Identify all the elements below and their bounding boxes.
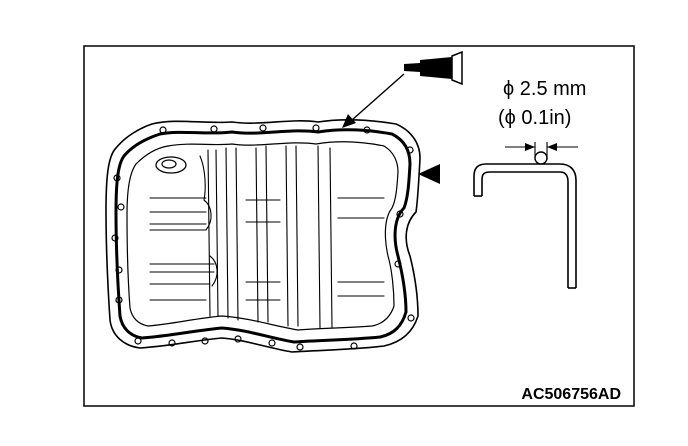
section-arrow <box>418 164 440 184</box>
application-arrow <box>342 73 405 128</box>
figure-code: AC506756AD <box>521 386 621 403</box>
bead-section-detail <box>473 142 578 289</box>
oil-pan-inner-wall <box>126 141 399 331</box>
dimension-metric-label: ϕ 2.5 mm <box>503 78 586 100</box>
sealant-bead-icon <box>114 128 412 344</box>
diagram-frame <box>83 45 635 407</box>
sealant-bead-section <box>534 151 548 165</box>
oil-pan-cross-ribs <box>149 197 385 301</box>
dimension-imperial-label: (ϕ 0.1in) <box>498 107 571 129</box>
oil-pan-flange-outer <box>105 119 421 353</box>
sealant-tube-icon <box>404 50 463 86</box>
oil-pan-ribs <box>207 145 333 329</box>
oil-pan-bolt-holes <box>111 124 415 351</box>
oil-pan-icon <box>105 119 421 353</box>
oil-pan-drain-boss <box>155 156 187 174</box>
